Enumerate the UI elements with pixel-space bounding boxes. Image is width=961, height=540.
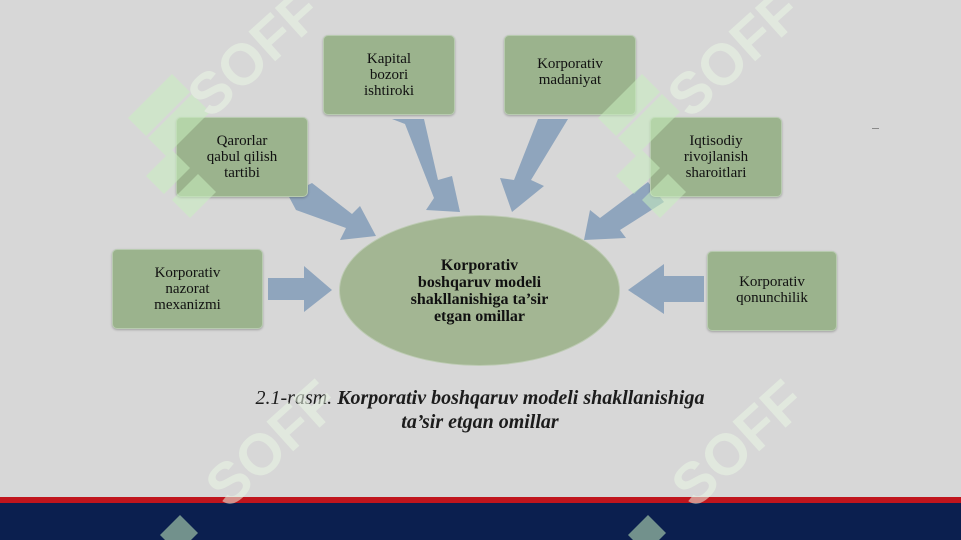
factor-madaniyat-line-1: Korporativ	[537, 56, 603, 72]
caption-prefix: 2.1-rasm.	[255, 387, 333, 409]
arrow-from-qarorlar	[288, 183, 376, 240]
factor-box-iqtisodiy: Iqtisodiy rivojlanish sharoitlari	[650, 117, 782, 197]
arrow-from-madaniyat	[500, 119, 568, 212]
factor-box-nazorat: Korporativ nazorat mexanizmi	[112, 249, 263, 329]
arrow-from-qonunchilik	[628, 264, 704, 314]
footer-band	[0, 497, 961, 540]
factor-box-madaniyat: Korporativ madaniyat	[504, 35, 636, 115]
center-line-4: etgan omillar	[433, 307, 526, 325]
factor-qonunchilik-line-1: Korporativ	[739, 274, 805, 290]
factor-iqtisodiy-line-2: rivojlanish	[683, 149, 749, 165]
stray-dash-mark	[872, 128, 879, 129]
caption-title-line-1: Korporativ boshqaruv modeli shakllanishi…	[337, 387, 705, 409]
factor-nazorat-line-3: mexanizmi	[154, 297, 221, 313]
footer-red-stripe	[0, 497, 961, 503]
factor-box-qonunchilik: Korporativ qonunchilik	[707, 251, 837, 331]
figure-caption: 2.1-rasm. Korporativ boshqaruv modeli sh…	[160, 386, 800, 434]
center-line-3: shakllanishiga ta’sir	[410, 290, 549, 308]
factor-qarorlar-line-1: Qarorlar	[216, 133, 268, 149]
factor-kapital-line-1: Kapital	[366, 51, 412, 67]
center-line-2: boshqaruv modeli	[417, 273, 542, 291]
factor-box-kapital: Kapital bozori ishtiroki	[323, 35, 455, 115]
factor-iqtisodiy-line-1: Iqtisodiy	[689, 133, 743, 149]
factor-nazorat-line-1: Korporativ	[154, 265, 221, 281]
caption-title-line-2: ta’sir etgan omillar	[401, 411, 559, 433]
factor-qarorlar-line-3: tartibi	[224, 165, 260, 181]
factor-nazorat-line-2: nazorat	[165, 281, 210, 297]
factor-qarorlar-line-2: qabul qilish	[206, 149, 278, 165]
factor-qonunchilik-line-2: qonunchilik	[736, 290, 808, 306]
factor-kapital-line-2: bozori	[369, 67, 409, 83]
factor-kapital-line-3: ishtiroki	[363, 83, 414, 99]
central-oval: Korporativ boshqaruv modeli shakllanishi…	[339, 215, 620, 366]
arrow-from-nazorat	[268, 266, 332, 312]
factor-madaniyat-line-2: madaniyat	[538, 72, 602, 88]
factor-iqtisodiy-line-3: sharoitlari	[685, 165, 747, 181]
factor-box-qarorlar: Qarorlar qabul qilish tartibi	[176, 117, 308, 197]
arrow-from-kapital	[392, 119, 460, 212]
center-line-1: Korporativ	[440, 256, 519, 274]
